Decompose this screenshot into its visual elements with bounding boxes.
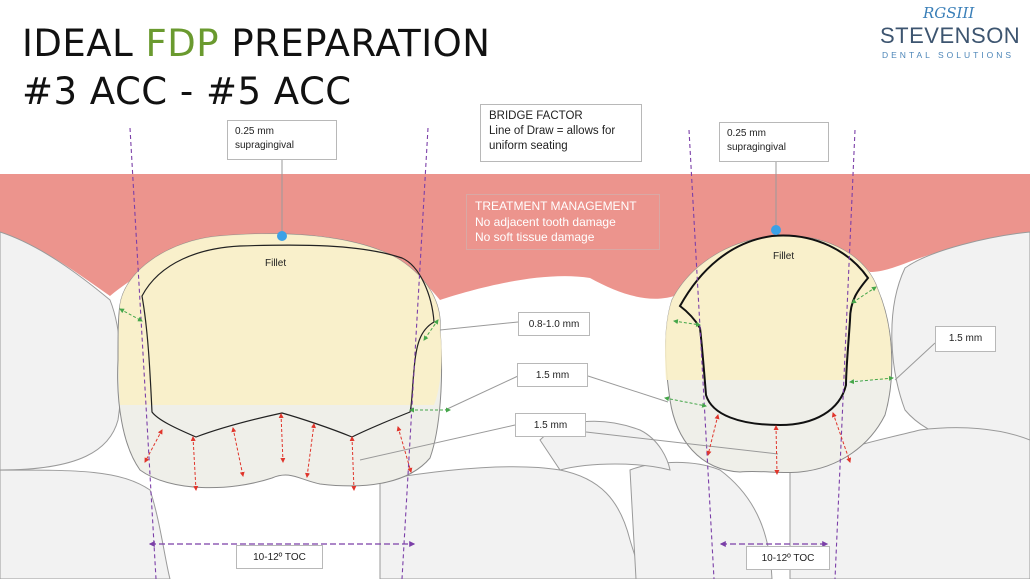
axial-reduction-arrows (119, 286, 894, 413)
bridge-factor-callout: BRIDGE FACTOR Line of Draw = allows for … (480, 104, 642, 162)
right-supragingival-callout: 0.25 mm supragingival (719, 122, 829, 162)
gingiva (0, 174, 1030, 300)
left-occlusal-reduction-arrows (144, 413, 413, 491)
bridge-factor-heading: BRIDGE FACTOR (489, 110, 583, 122)
right-supra-label: supragingival (727, 141, 786, 153)
page-subtitle: #3 ACC - #5 ACC (22, 70, 352, 113)
title-prefix: IDEAL (22, 22, 146, 65)
logo-name: STEVENSON (880, 23, 1021, 48)
treatment-line1: No adjacent tooth damage (475, 214, 616, 229)
occlusal-reduction-callout-1: 1.5 mm (517, 363, 588, 387)
left-supra-label: supragingival (235, 139, 294, 151)
path-of-draw-lines (129, 127, 856, 579)
occlusal-reduction-callout-2: 1.5 mm (515, 413, 586, 437)
bridge-factor-line2: uniform seating (489, 139, 568, 152)
left-fillet-label: Fillet (265, 258, 287, 269)
logo-signature: RGSIII (923, 4, 975, 22)
left-tooth (117, 233, 443, 489)
left-supragingival-callout: 0.25 mm supragingival (227, 120, 337, 160)
right-occlusal-reduction-arrows (706, 412, 852, 475)
title-suffix: PREPARATION (219, 22, 491, 65)
title-accent: FDP (145, 22, 220, 65)
page-title: IDEAL FDP PREPARATION (22, 22, 490, 65)
bridge-factor-line1: Line of Draw = allows for (489, 124, 616, 137)
right-toc-label: 10-12º TOC (746, 546, 830, 570)
axial-reduction-callout: 0.8-1.0 mm (518, 312, 590, 336)
left-supra-value: 0.25 mm (235, 126, 274, 137)
right-fillet-label: Fillet (773, 251, 795, 262)
right-supra-value: 0.25 mm (727, 128, 766, 139)
right-crown-fill (665, 235, 892, 380)
callout-leaders (281, 160, 936, 461)
left-toc-label: 10-12º TOC (236, 545, 323, 569)
treatment-line2: No soft tissue damage (475, 230, 595, 245)
right-tooth (665, 234, 893, 474)
right-axial-callout: 1.5 mm (935, 326, 996, 352)
treatment-heading: TREATMENT MANAGEMENT (475, 199, 637, 213)
left-crown-fill (118, 233, 442, 405)
left-margin-dot (277, 231, 287, 241)
right-margin-dot (771, 225, 781, 235)
treatment-management-callout: TREATMENT MANAGEMENT No adjacent tooth d… (466, 194, 660, 250)
stevenson-logo: RGSIII STEVENSON DENTAL SOLUTIONS (878, 4, 1023, 64)
logo-subtitle: DENTAL SOLUTIONS (882, 50, 1015, 60)
right-prep-outline (678, 234, 870, 427)
